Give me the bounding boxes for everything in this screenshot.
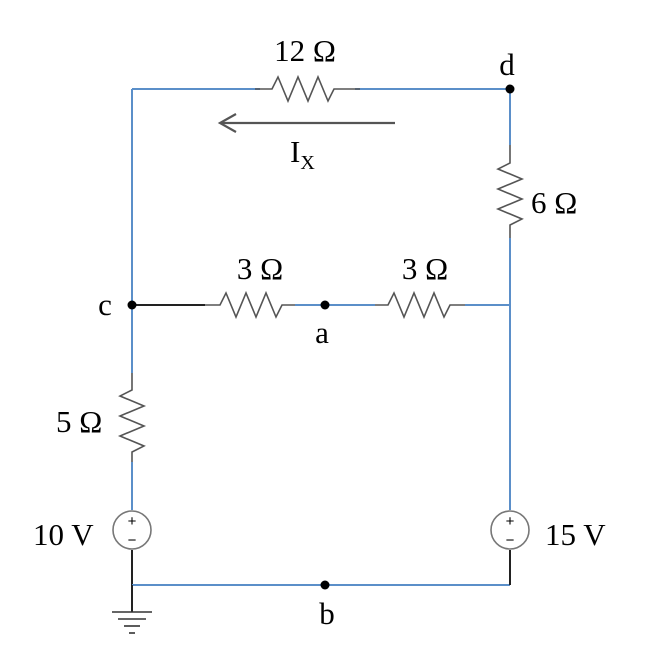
source-right-minus: − [506, 532, 515, 549]
node-a-dot [320, 300, 330, 310]
label-node-b: b [319, 596, 335, 631]
voltage-source-left: + − [112, 510, 152, 550]
resistor-5-ohm [117, 373, 147, 462]
resistor-3-ohm-right [375, 290, 465, 320]
resistor-12-ohm [255, 74, 360, 104]
resistor-6-ohm [495, 145, 525, 238]
label-3-ohm-left: 3 Ω [237, 251, 283, 286]
current-arrow-icon [217, 113, 395, 133]
label-12-ohm: 12 Ω [274, 33, 336, 68]
node-c-dot [127, 300, 137, 310]
label-node-d: d [499, 47, 515, 82]
label-node-c: c [98, 287, 112, 322]
label-10-v: 10 V [33, 517, 94, 552]
label-current-ix: IX [290, 134, 315, 174]
current-main: I [290, 134, 300, 169]
source-left-minus: − [128, 532, 137, 549]
source-left-plus: + [128, 513, 137, 530]
current-sub: X [300, 152, 315, 174]
label-3-ohm-right: 3 Ω [402, 251, 448, 286]
ground-icon [112, 611, 152, 634]
source-right-plus: + [506, 513, 515, 530]
label-5-ohm: 5 Ω [56, 404, 102, 439]
label-node-a: a [315, 315, 329, 350]
label-6-ohm: 6 Ω [531, 185, 577, 220]
label-15-v: 15 V [545, 517, 606, 552]
node-b-dot [320, 580, 330, 590]
node-d-dot [505, 84, 515, 94]
voltage-source-right: + − [490, 510, 530, 550]
resistor-3-ohm-left [205, 290, 295, 320]
